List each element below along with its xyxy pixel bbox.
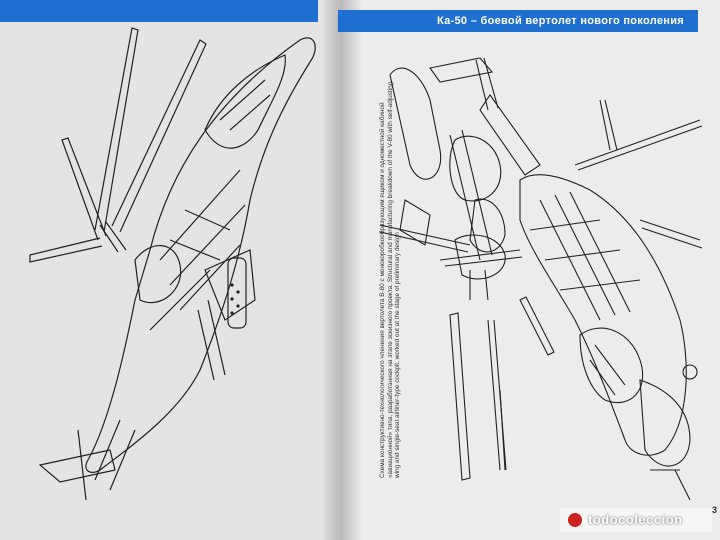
page-number: 3 [712,505,718,515]
todocoleccion-logo-icon [568,513,582,527]
page-title: Ка-50 – боевой вертолет нового поколения [338,10,698,32]
left-page [0,0,345,540]
left-header-band [0,0,318,22]
figure-caption-text: Схема конструктивно-технологического чле… [379,81,402,478]
figure-caption: Схема конструктивно-технологического чле… [349,78,401,478]
book-gutter [322,0,362,540]
watermark-text: todocoleccion [588,512,683,527]
helicopter-side-illustration [29,27,316,501]
right-page [338,0,720,540]
watermark: todocoleccion [560,508,712,532]
